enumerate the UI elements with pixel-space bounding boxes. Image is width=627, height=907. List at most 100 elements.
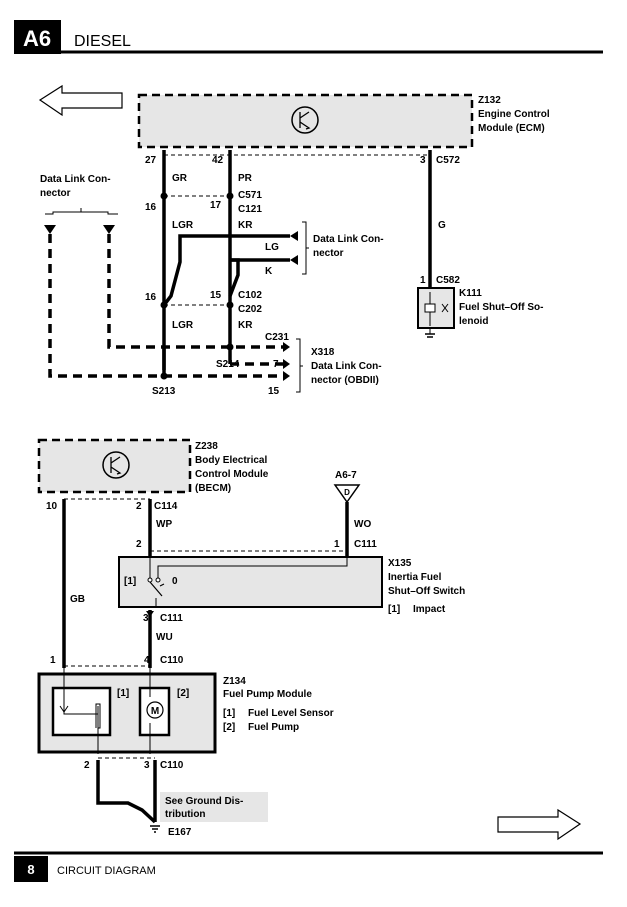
connector-c571: C571: [238, 190, 262, 201]
x135-name-1: Inertia Fuel: [388, 572, 442, 583]
page-footer: 8 CIRCUIT DIAGRAM: [14, 851, 603, 882]
ground-ref-box[interactable]: [160, 792, 268, 822]
ground-icon: [150, 825, 160, 833]
x318-code: X318: [311, 347, 335, 358]
transistor-icon: [102, 451, 130, 479]
ecm-module: Z132 Engine Control Module (ECM): [137, 93, 550, 149]
dlc-top-name-2: nector: [40, 188, 71, 199]
switch-tag: [1]: [124, 576, 136, 587]
wire-pr: PR: [238, 173, 253, 184]
dlc-mid-name-2: nector: [313, 248, 344, 259]
splice-s214: S214: [216, 359, 240, 370]
k111-box: [417, 287, 455, 329]
k111-name-1: Fuel Shut–Off So-: [459, 302, 543, 313]
becm-code: Z238: [195, 441, 218, 452]
wire-wp: WP: [156, 519, 172, 530]
connector-c114: C114: [154, 501, 178, 512]
pin-c571-16: 16: [145, 202, 157, 213]
ecm-box: [137, 93, 474, 149]
pin-c110b-2: 2: [84, 760, 90, 771]
switch-contact-icon: [149, 581, 165, 597]
pin-c571-17: 17: [210, 200, 222, 211]
x135-box: [118, 556, 383, 608]
connector-c572: C572: [436, 155, 460, 166]
pin-sw-3: 3: [143, 613, 149, 624]
wire-lg: LG: [265, 242, 279, 253]
next-page-arrow-icon[interactable]: [497, 808, 582, 841]
connector-c202: C202: [238, 304, 262, 315]
dlc-top-name-1: Data Link Con-: [40, 174, 111, 185]
z134-item2-tag: [2]: [223, 722, 235, 733]
x135-name-2: Shut–Off Switch: [388, 586, 465, 597]
connector-c111-b: C111: [160, 613, 183, 624]
ground-wiring: [96, 760, 157, 824]
ecm-name-1: Engine Control: [478, 109, 550, 120]
x318-name-2: nector (OBDII): [311, 375, 379, 386]
becm-name-3: (BECM): [195, 483, 231, 494]
x135-note-tag: [1]: [388, 604, 400, 615]
pin-c110-4: 4: [144, 655, 150, 666]
becm-wiring: [62, 499, 349, 668]
x318-name-1: Data Link Con-: [311, 361, 382, 372]
transistor-icon: [291, 106, 319, 134]
page-title: CIRCUIT DIAGRAM: [57, 865, 156, 877]
k111-code: K111: [459, 288, 482, 299]
wire-wu: WU: [156, 632, 173, 643]
z134-tag-1: [1]: [117, 688, 129, 699]
connector-c231: C231: [265, 332, 289, 343]
z134-code: Z134: [223, 676, 246, 687]
pin-c110-1: 1: [50, 655, 56, 666]
pin-sw-2: 2: [136, 539, 142, 550]
z134-item2-text: Fuel Pump: [248, 722, 299, 733]
pin-ecm-27: 27: [145, 155, 157, 166]
ecm-name-2: Module (ECM): [478, 123, 545, 134]
pin-c110b-3: 3: [144, 760, 150, 771]
a6-7-letter: D: [344, 488, 350, 497]
wire-kr-2: KR: [238, 320, 253, 331]
x135-note-text: Impact: [413, 604, 446, 615]
page-header: A6 DIESEL: [14, 20, 603, 54]
pin-c582-1: 1: [420, 275, 426, 286]
ecm-code: Z132: [478, 95, 501, 106]
pin-becm-10: 10: [46, 501, 58, 512]
solenoid-icon: [424, 303, 436, 313]
becm-name-2: Control Module: [195, 469, 269, 480]
pin-7: 7: [273, 359, 279, 370]
connector-c582: C582: [436, 275, 460, 286]
section-code: A6: [23, 26, 51, 51]
connector-c121: C121: [238, 204, 262, 215]
z134-name: Fuel Pump Module: [223, 689, 312, 700]
pin-sw-1: 1: [334, 539, 340, 550]
connector-c110-b: C110: [160, 760, 184, 771]
x135-code: X135: [388, 558, 412, 569]
z134-item1-tag: [1]: [223, 708, 235, 719]
pin-c102-15: 15: [210, 290, 222, 301]
ecm-wiring: [162, 150, 432, 370]
ground-code: E167: [168, 827, 192, 838]
wire-kr: KR: [238, 220, 253, 231]
pin-15: 15: [268, 386, 280, 397]
connector-c111: C111: [354, 539, 377, 550]
wire-gr: GR: [172, 173, 188, 184]
z134-item1-text: Fuel Level Sensor: [248, 708, 334, 719]
previous-page-arrow-icon[interactable]: [38, 84, 123, 117]
pin-ecm-42: 42: [212, 155, 224, 166]
page-number-badge: [14, 856, 48, 882]
wire-lgr-2: LGR: [172, 320, 194, 331]
dlc-mid-name-1: Data Link Con-: [313, 234, 384, 245]
wire-k: K: [265, 266, 273, 277]
switch-pos: 0: [172, 576, 178, 587]
pin-becm-2: 2: [136, 501, 142, 512]
page-number: 8: [27, 862, 34, 877]
motor-icon: [146, 701, 164, 719]
wire-g: G: [438, 220, 446, 231]
ground-ref-2: tribution: [165, 809, 206, 820]
off-page-connector-icon: [333, 484, 361, 504]
a6-7-ref[interactable]: A6-7: [335, 470, 357, 481]
section-title: DIESEL: [74, 33, 131, 50]
ground-ref-1: See Ground Dis-: [165, 796, 243, 807]
wire-lgr: LGR: [172, 220, 194, 231]
wire-wo: WO: [354, 519, 371, 530]
connector-c102: C102: [238, 290, 262, 301]
